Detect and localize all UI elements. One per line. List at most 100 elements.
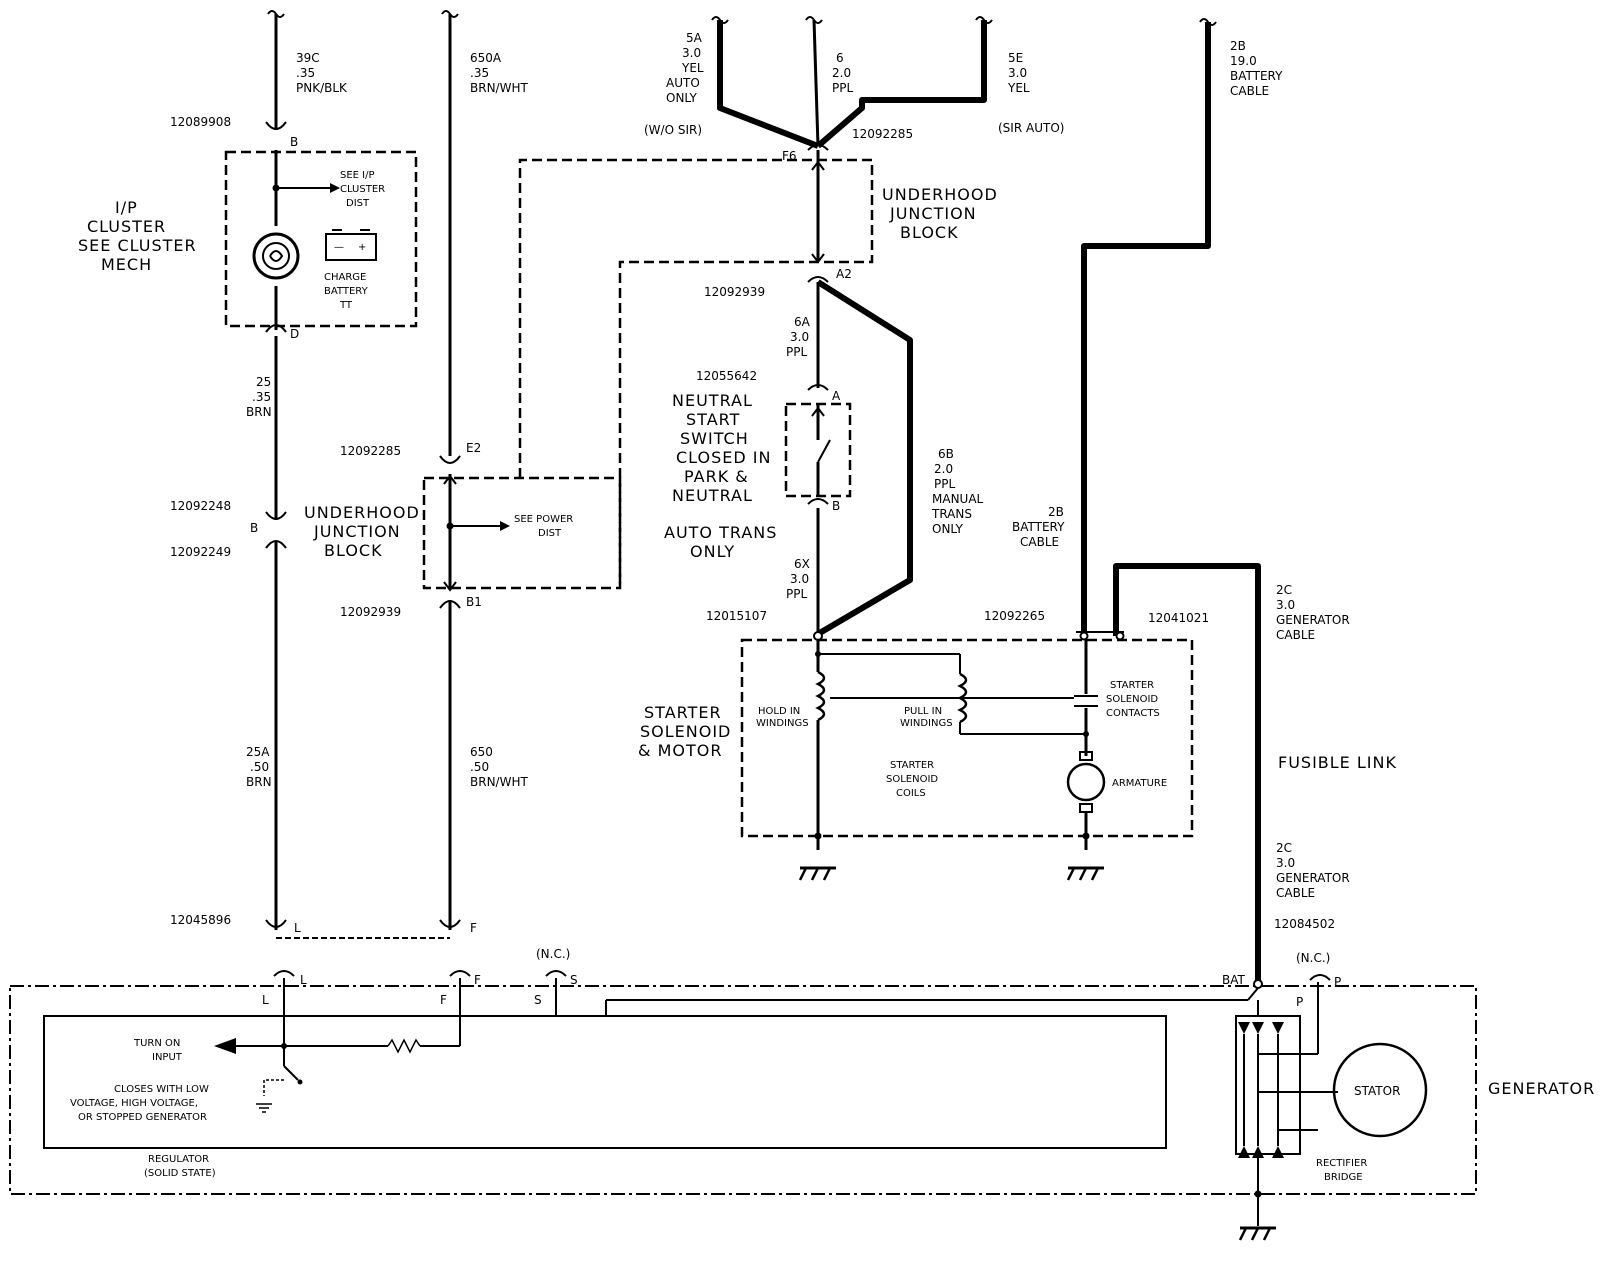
charge-lamp-icon <box>252 232 300 280</box>
see-power-line1: SEE POWER <box>514 514 573 525</box>
wire-25-line1: 25 <box>256 375 271 389</box>
starter-box <box>740 638 1194 838</box>
pin-b1: B1 <box>466 595 482 609</box>
connector-12015107: 12015107 <box>706 609 767 623</box>
connector-12092249: 12092249 <box>170 545 231 559</box>
connector-12092265: 12092265 <box>984 609 1045 623</box>
wire-6-line1: 6 <box>836 51 844 65</box>
wire-6-line2: 2.0 <box>832 66 851 80</box>
see-ip-line3: DIST <box>346 198 370 209</box>
wire-5e-line3: YEL <box>1007 81 1030 95</box>
closes-line1: CLOSES WITH LOW <box>114 1084 209 1095</box>
pin-f-gen: F <box>474 973 481 987</box>
svg-text:+: + <box>358 242 366 253</box>
diode-icon <box>1252 1022 1264 1034</box>
pin-f-inner: F <box>440 993 447 1007</box>
pin-a2: A2 <box>836 267 852 281</box>
pin-d-cluster: D <box>290 327 299 341</box>
starter-line1: STARTER <box>644 703 722 722</box>
nc-label-p: (N.C.) <box>1296 951 1330 965</box>
nss-line1: NEUTRAL <box>672 391 753 410</box>
battery-generator-cables: 2B 19.0 BATTERY CABLE 2B BATTERY CABLE 1… <box>984 18 1397 980</box>
power-650-circuit: 650A .35 BRN/WHT 12092285 E2 SEE POWER D… <box>276 10 622 939</box>
wire-650-line1: 650 <box>470 745 493 759</box>
pin-l-gen: L <box>300 973 307 987</box>
pin-l-inner: L <box>262 993 269 1007</box>
wire-2b-top-line4: CABLE <box>1230 84 1269 98</box>
label-wo-sir: (W/O SIR) <box>644 123 702 137</box>
pull-in-line1: PULL IN <box>904 706 942 717</box>
starter-solenoid-motor: STARTER SOLENOID & MOTOR HOLD IN WINDING… <box>638 636 1194 881</box>
connector-12055642: 12055642 <box>696 369 757 383</box>
pin-s-gen: S <box>570 973 578 987</box>
wire-5a <box>717 20 820 149</box>
fusible-link-label: FUSIBLE LINK <box>1278 753 1397 772</box>
wire-650a-line2: .35 <box>470 66 489 80</box>
regulator-switch <box>283 1065 299 1081</box>
hold-in-line1: HOLD IN <box>758 706 800 717</box>
ground-icon <box>1066 832 1104 881</box>
ip-cluster-box <box>224 150 418 328</box>
see-ip-line1: SEE I/P <box>340 170 375 181</box>
stator-label: STATOR <box>1354 1084 1400 1098</box>
diode-icon <box>1252 1146 1264 1158</box>
starter-line3: & MOTOR <box>638 741 722 760</box>
wire-2c-top-line4: CABLE <box>1276 628 1315 642</box>
pull-in-line2: WINDINGS <box>900 718 953 729</box>
ujb-left-box <box>422 476 622 590</box>
wire-39c-line3: PNK/BLK <box>296 81 348 95</box>
nss-line4: CLOSED IN <box>676 448 771 467</box>
contacts-line2: SOLENOID <box>1106 694 1158 705</box>
wire-6b-line1: 6B <box>938 447 954 461</box>
connector-12092285-left: 12092285 <box>340 444 401 458</box>
turn-on-arrow-icon <box>214 1038 236 1054</box>
stator-icon: STATOR <box>1332 1042 1428 1138</box>
wire-2c-bot-line2: 3.0 <box>1276 856 1295 870</box>
see-ip-line2: CLUSTER <box>340 184 385 195</box>
wire-6b <box>816 279 913 637</box>
wire-6a-line3: PPL <box>786 345 807 359</box>
ujb-top-box <box>518 158 874 588</box>
contacts-line1: STARTER <box>1110 680 1154 691</box>
wire-2c-bot-line3: GENERATOR <box>1276 871 1350 885</box>
pin-l-upper: L <box>294 921 301 935</box>
generator-label: GENERATOR <box>1488 1079 1595 1098</box>
connector-12092939-left: 12092939 <box>340 605 401 619</box>
ip-cluster-line3: SEE CLUSTER <box>78 236 197 255</box>
coils-line3: COILS <box>896 788 926 799</box>
wire-39c-line1: 39C <box>296 51 320 65</box>
regulator-box <box>43 1015 1167 1149</box>
contacts-line3: CONTACTS <box>1106 708 1160 719</box>
diode-icon <box>1238 1146 1250 1158</box>
arrow-icon <box>330 183 340 193</box>
wire-6 <box>812 19 820 147</box>
nss-line3: SWITCH <box>680 429 749 448</box>
wire-6b-line2: 2.0 <box>934 462 953 476</box>
pin-f-upper: F <box>470 921 477 935</box>
pin-a-nss: A <box>832 389 841 403</box>
wire-6x-line3: PPL <box>786 587 807 601</box>
ground-icon <box>1238 1226 1276 1241</box>
nss-line6: NEUTRAL <box>672 486 753 505</box>
wire-6b-line6: ONLY <box>932 522 964 536</box>
wire-5a-line5: ONLY <box>666 91 698 105</box>
ground-icon <box>798 832 836 881</box>
arrow-icon <box>500 521 510 531</box>
pin-p-inner: P <box>1296 995 1303 1009</box>
turn-on-line1: TURN ON <box>133 1038 180 1049</box>
armature-label: ARMATURE <box>1112 778 1167 789</box>
connector-12092939-top: 12092939 <box>704 285 765 299</box>
connector-12045896: 12045896 <box>170 913 231 927</box>
coils-line1: STARTER <box>890 760 934 771</box>
closes-line3: OR STOPPED GENERATOR <box>78 1112 207 1123</box>
ujb-left-line2: JUNCTION <box>313 522 401 541</box>
wire-25a-line3: BRN <box>246 775 272 789</box>
wire-5e-line2: 3.0 <box>1008 66 1027 80</box>
wire-25a-line1: 25A <box>246 745 270 759</box>
charge-line1: CHARGE <box>324 272 366 283</box>
svg-text:—: — <box>334 242 344 253</box>
ujb-top-line1: UNDERHOOD <box>882 185 998 204</box>
wire-650a-line3: BRN/WHT <box>470 81 528 95</box>
auto-trans-line1: AUTO TRANS <box>664 523 777 542</box>
charge-line3: TT <box>339 300 353 311</box>
